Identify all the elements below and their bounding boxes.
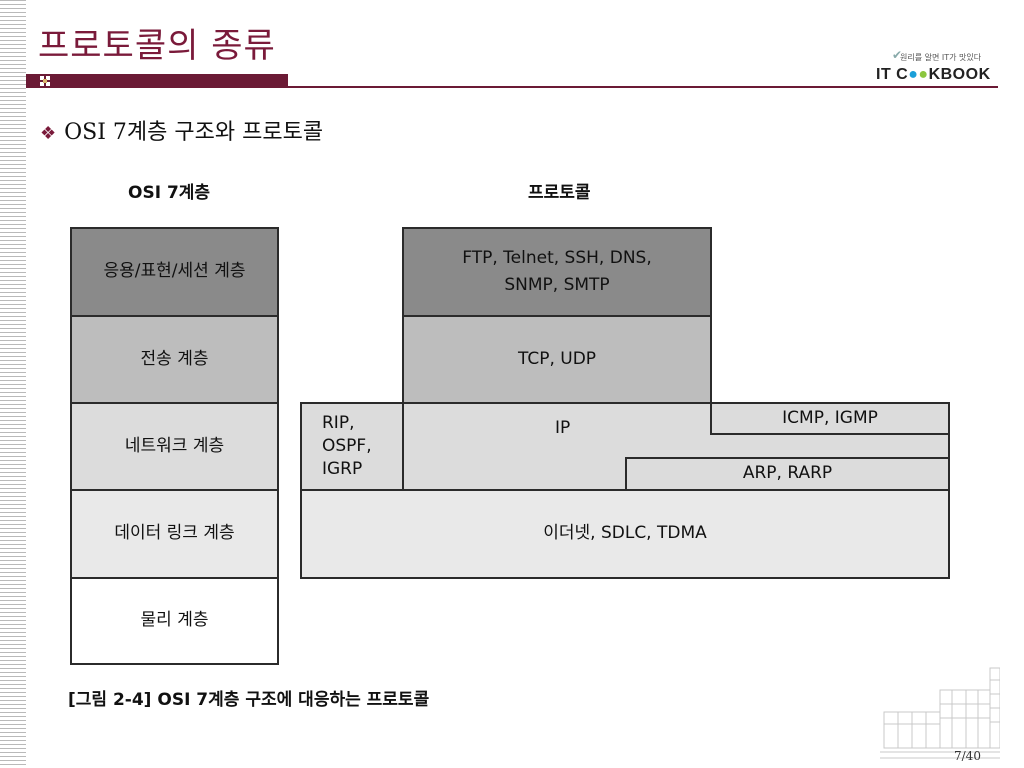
osi-layer-datalink: 데이터 링크 계층 (70, 489, 279, 579)
slide-title: 프로토콜의 종류 (38, 26, 276, 66)
protocol-datalink-box: 이더넷, SDLC, TDMA (300, 489, 950, 579)
protocol-label: ICMP, IGMP (782, 407, 878, 428)
protocol-label: ARP, RARP (742, 463, 833, 484)
osi-layer-application: 응용/표현/세션 계층 (70, 227, 279, 317)
logo-suffix: KBOOK (928, 66, 991, 83)
checkmark-icon: ✔ (892, 48, 903, 62)
protocol-label: FTP, Telnet, SSH, DNS, (462, 247, 652, 268)
protocol-ip-label: IP (555, 418, 571, 438)
logo-circle-icon: ● (918, 66, 929, 83)
osi-layer-label: 데이터 링크 계층 (114, 523, 235, 544)
diamond-bullet-icon: ❖ (40, 123, 57, 144)
title-bullet-icon (40, 76, 50, 86)
protocol-label: 이더넷, SDLC, TDMA (543, 523, 707, 544)
osi-layer-label: 네트워크 계층 (124, 435, 225, 456)
section-heading: ❖ OSI 7계층 구조와 프로토콜 (40, 114, 323, 146)
protocol-transport-box: TCP, UDP (402, 315, 712, 404)
section-heading-text: OSI 7계층 구조와 프로토콜 (64, 120, 324, 145)
title-underline-bar (26, 74, 288, 88)
protocol-icmp-box: ICMP, IGMP (710, 402, 950, 435)
figure-caption: [그림 2-4] OSI 7계층 구조에 대응하는 프로토콜 (68, 690, 430, 710)
osi-column-header: OSI 7계층 (128, 183, 211, 203)
osi-layer-physical: 물리 계층 (70, 577, 279, 665)
protocol-label: IGRP (322, 458, 363, 479)
protocol-application-box: FTP, Telnet, SSH, DNS, SNMP, SMTP (402, 227, 712, 317)
osi-layer-label: 물리 계층 (140, 610, 209, 631)
osi-layer-network: 네트워크 계층 (70, 402, 279, 491)
protocol-column-header: 프로토콜 (528, 183, 591, 203)
osi-layer-label: 전송 계층 (140, 348, 209, 369)
itcookbook-logo: IT C●●KBOOK (876, 66, 991, 84)
protocol-arp-box: ARP, RARP (625, 457, 950, 491)
logo-prefix: IT C (876, 66, 909, 83)
page-number: 7/40 (954, 749, 981, 763)
osi-layer-transport: 전송 계층 (70, 315, 279, 404)
logo-tagline: 원리를 알면 IT가 맛있다 (900, 53, 982, 62)
left-stripe-decoration (0, 0, 26, 768)
osi-layer-label: 응용/표현/세션 계층 (103, 261, 246, 282)
protocol-label: RIP, (322, 413, 355, 434)
logo-circle-icon: ● (908, 66, 919, 83)
title-underline (26, 86, 998, 88)
protocol-label: TCP, UDP (517, 348, 597, 369)
building-sketch-icon (880, 667, 1000, 759)
protocol-label: OSPF, (322, 436, 372, 457)
routing-protocols-box: RIP, OSPF, IGRP (300, 402, 404, 491)
protocol-label: SNMP, SMTP (504, 275, 610, 295)
